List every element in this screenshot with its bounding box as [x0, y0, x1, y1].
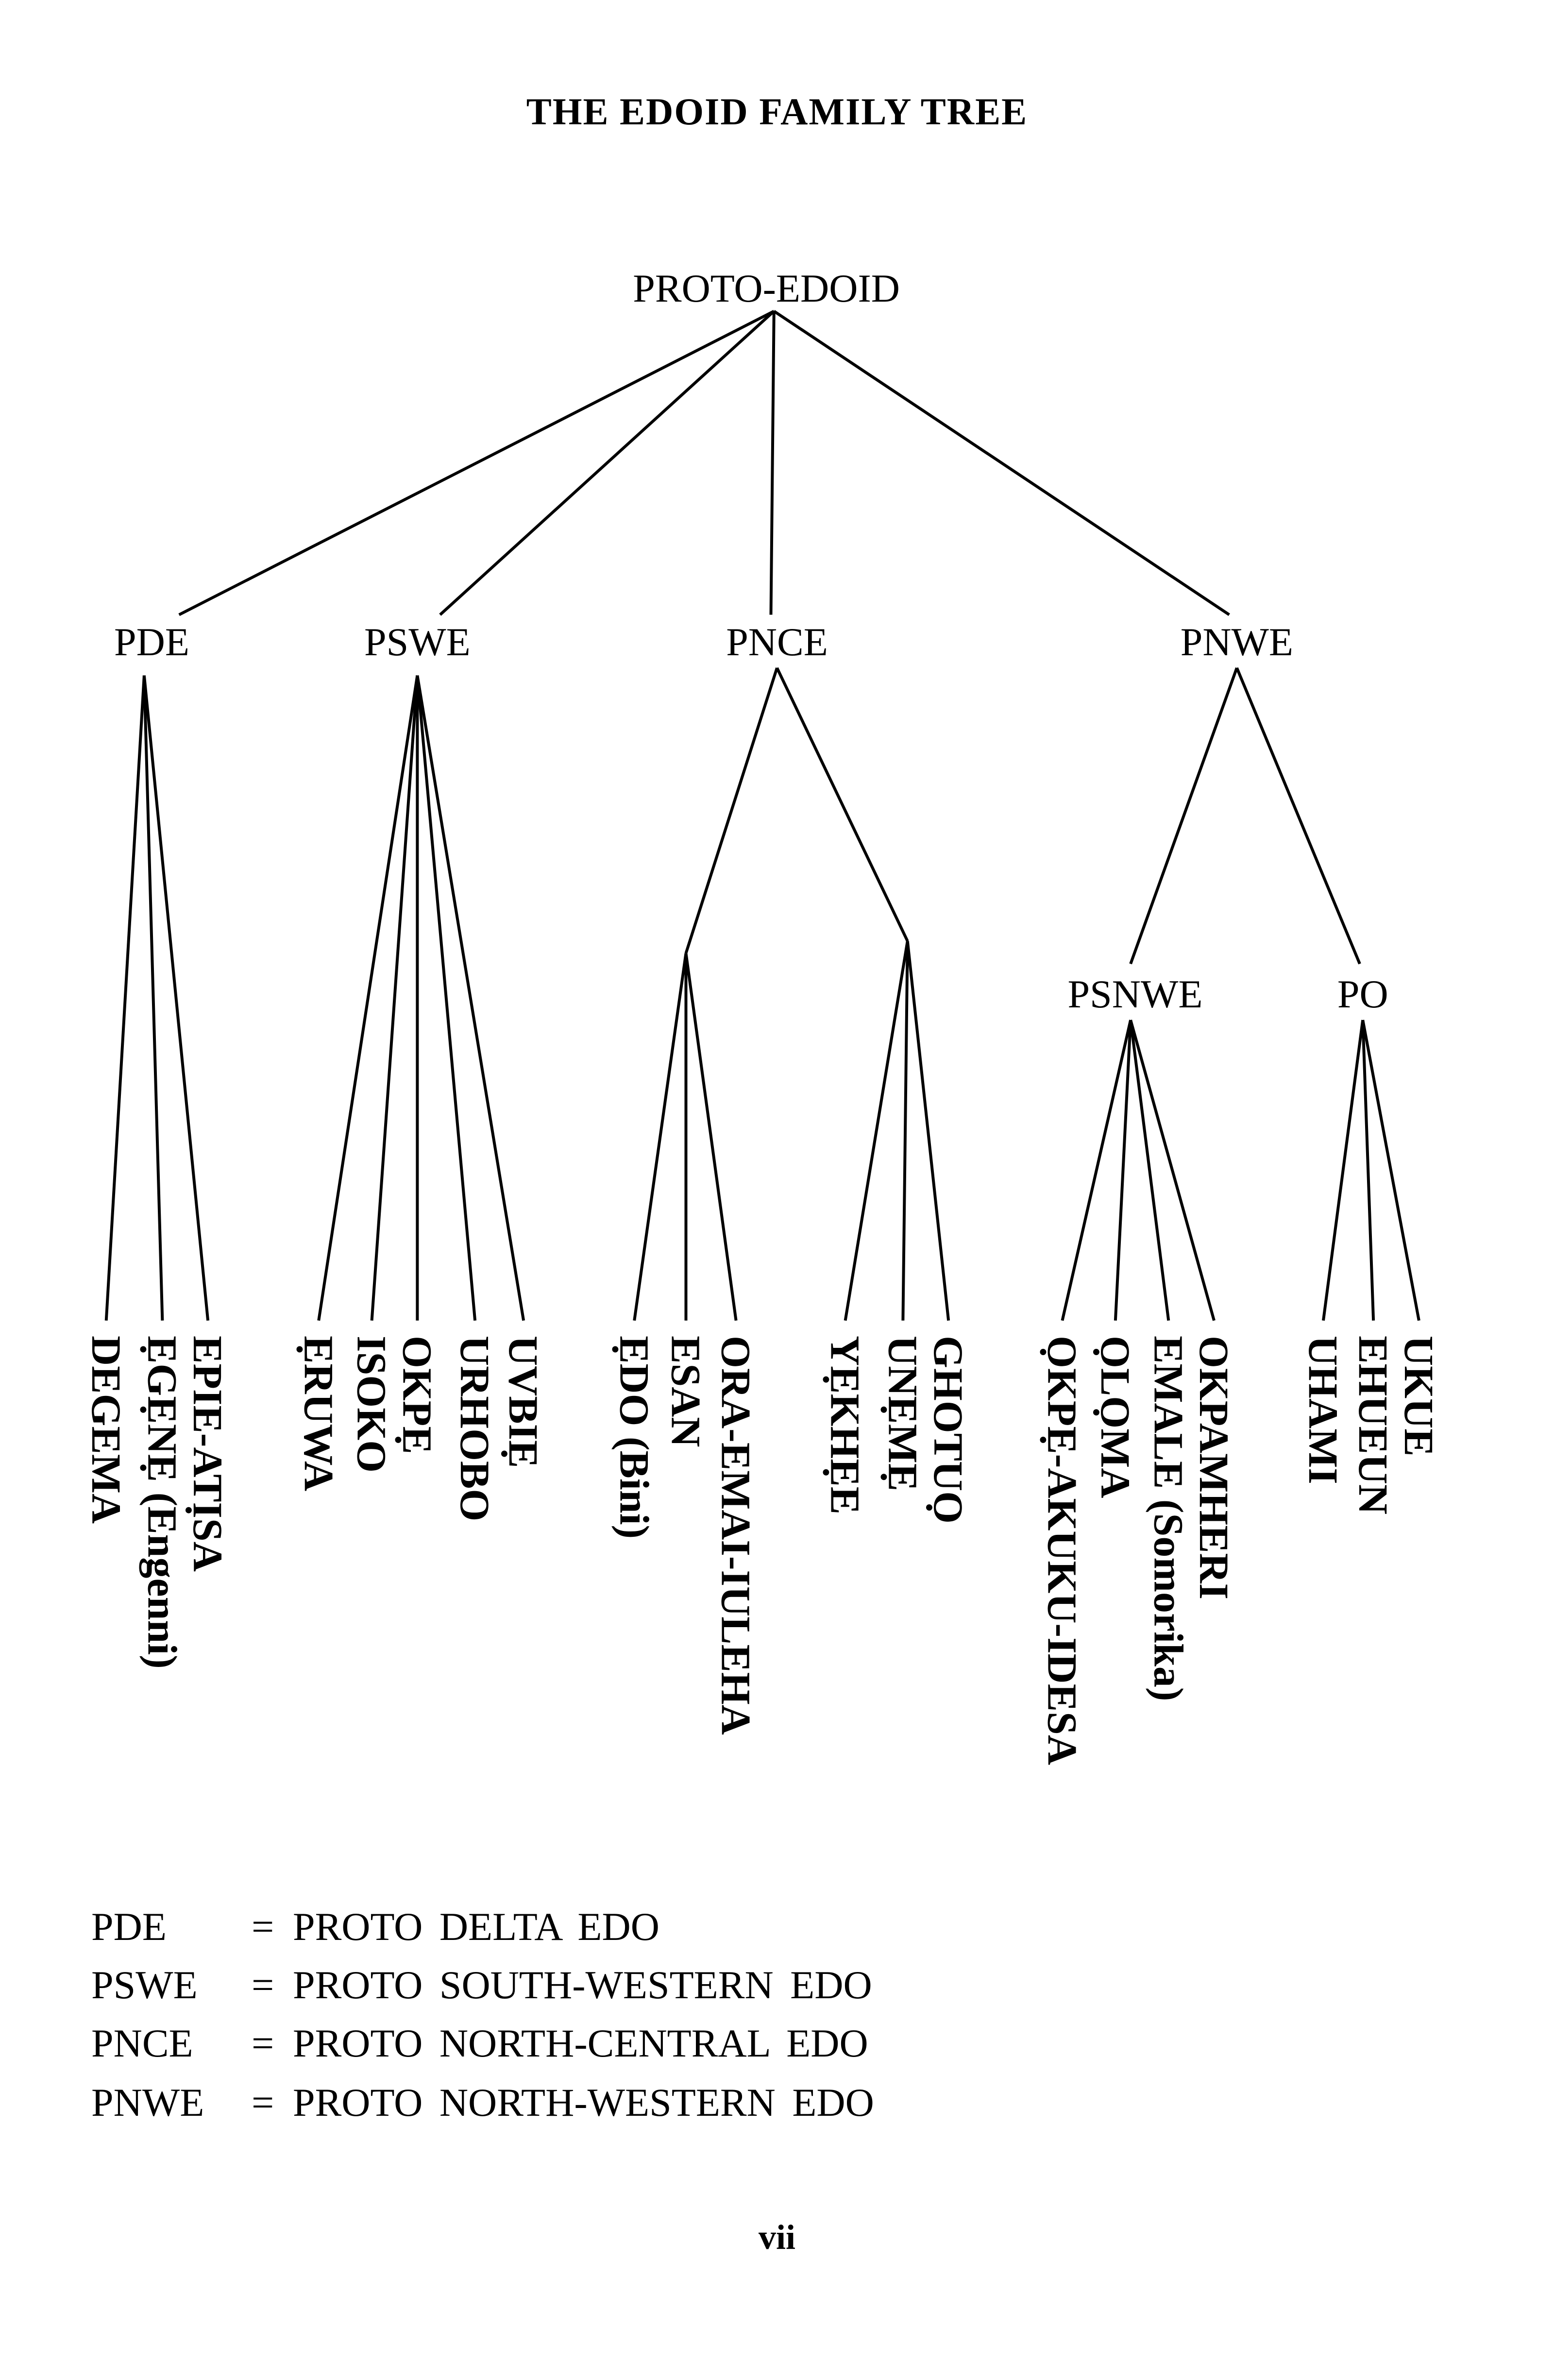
- legend-equals: =: [252, 2080, 274, 2125]
- legend-abbr: PNWE: [91, 2080, 204, 2125]
- leaf-language-label: OKPẸ: [394, 1336, 441, 1454]
- leaf-branch-line: [370, 675, 419, 1321]
- leaf-branch-line: [1361, 1020, 1420, 1321]
- leaf-language-label: UVBIẸ: [500, 1336, 547, 1468]
- leaf-branch-line: [416, 675, 477, 1321]
- leaf-language-label: UKUE: [1395, 1336, 1442, 1457]
- leaf-language-label: ỌLỌMA: [1092, 1336, 1139, 1498]
- leaf-branch-line: [844, 941, 909, 1321]
- leaf-branch-line: [684, 953, 738, 1321]
- branch-line: [684, 667, 778, 954]
- legend-equals: =: [252, 2021, 274, 2065]
- diagram-title: THE EDOID FAMILY TREE: [526, 90, 1028, 133]
- leaf-language-label: ESAN: [662, 1336, 709, 1447]
- node-label-root: PROTO-EDOID: [633, 266, 900, 310]
- branch-line: [178, 309, 775, 616]
- leaf-language-label: EHUEUN: [1350, 1336, 1397, 1514]
- node-label-pswe: PSWE: [364, 619, 471, 664]
- legend-abbr: PSWE: [91, 1963, 198, 2007]
- leaf-branch-line: [142, 675, 164, 1321]
- legend-equals: =: [252, 1963, 274, 2007]
- leaf-branch-line: [901, 941, 909, 1321]
- leaf-branch-line: [1322, 1020, 1365, 1321]
- leaf-branch-line: [1114, 1020, 1132, 1321]
- leaf-branch-line: [142, 675, 210, 1321]
- leaf-branch-line: [317, 675, 419, 1321]
- leaf-branch-line: [1061, 1020, 1132, 1321]
- legend-abbr: PDE: [91, 1904, 167, 1949]
- node-label-pnwe: PNWE: [1180, 619, 1294, 664]
- leaf-language-label: EMALE (Somorika): [1145, 1336, 1192, 1701]
- leaf-language-label: DEGEMA: [83, 1336, 130, 1524]
- branch-line: [1235, 667, 1361, 965]
- leaf-branch-line: [1129, 1020, 1216, 1321]
- leaf-language-label: UNẸMẸ: [879, 1336, 927, 1492]
- node-label-pde: PDE: [114, 619, 189, 664]
- legend-full: PROTO DELTA EDO: [293, 1904, 659, 1949]
- leaf-branch-line: [1129, 1020, 1170, 1321]
- leaf-language-label: ẸDO (Bini): [611, 1336, 658, 1539]
- legend-equals: =: [252, 1904, 274, 1949]
- leaf-language-label: URHOBO: [452, 1336, 499, 1522]
- leaf-language-label: ORA-EMAI-IULEHA: [712, 1336, 760, 1735]
- branch-line: [769, 311, 776, 615]
- node-label-psnwe: PSNWE: [1067, 971, 1203, 1016]
- node-label-pnce: PNCE: [726, 619, 828, 664]
- leaf-branch-line: [1361, 1020, 1375, 1321]
- leaf-language-label: YẸKHẸE: [822, 1336, 869, 1514]
- leaf-branch-line: [104, 675, 146, 1321]
- legend-abbr: PNCE: [91, 2021, 193, 2065]
- branch-line: [773, 310, 1230, 616]
- leaf-language-label: ISOKO: [348, 1336, 395, 1473]
- legend-full: PROTO NORTH-CENTRAL EDO: [293, 2021, 868, 2065]
- leaf-language-label: ỌKPẸ-AKUKU-IDESA: [1039, 1336, 1086, 1765]
- node-label-po: PO: [1337, 971, 1388, 1016]
- leaf-language-label: OKPAMHERI: [1191, 1336, 1237, 1600]
- leaf-branch-line: [416, 675, 525, 1321]
- legend-full: PROTO SOUTH-WESTERN EDO: [293, 1963, 872, 2007]
- leaf-language-label: UHAMI: [1300, 1336, 1347, 1484]
- leaf-language-label: GHOTUỌ: [925, 1336, 972, 1524]
- legend-full: PROTO NORTH-WESTERN EDO: [293, 2080, 874, 2125]
- leaf-language-label: EPIE-ATỊSA: [185, 1336, 232, 1572]
- leaf-language-label: ẸRUWA: [295, 1336, 342, 1492]
- leaf-branch-line: [633, 953, 688, 1321]
- branch-line: [776, 667, 909, 942]
- leaf-branch-line: [906, 941, 950, 1321]
- branch-line: [439, 310, 775, 616]
- branch-line: [1129, 667, 1238, 965]
- page-number: vii: [758, 2218, 795, 2257]
- leaf-language-label: ẸGẸNẸ (Engenni): [139, 1336, 186, 1669]
